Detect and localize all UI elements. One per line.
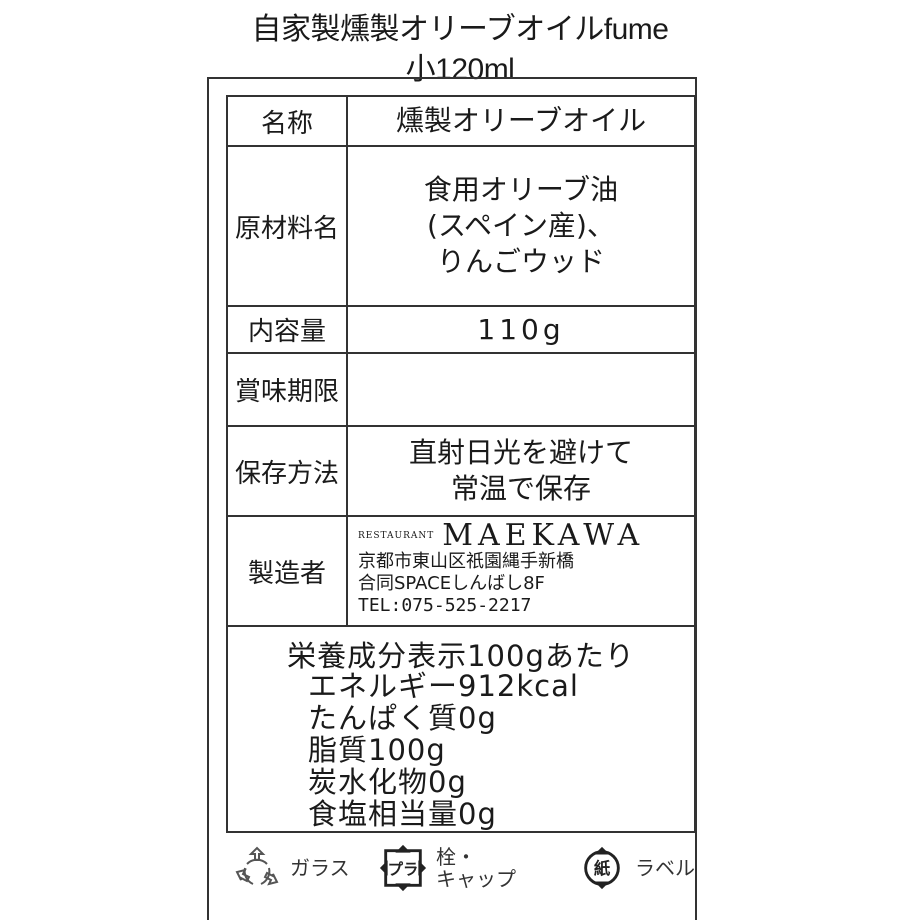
product-title: 自家製燻製オリーブオイルfume (251, 13, 669, 46)
paper-icon: 紙 (577, 843, 627, 893)
storage-value: 直射日光を避けて 常温で保存 (348, 427, 694, 515)
ingredients-heading: 原材料名 (228, 147, 348, 305)
ingredient-line: (スペイン産)、 (427, 209, 615, 242)
brand-small: RESTAURANT (358, 531, 435, 541)
paper-label: ラベル (635, 856, 695, 880)
nutrition-item: 炭水化物0g (308, 765, 467, 799)
row-nutrition: 栄養成分表示100gあたり エネルギー912kcal たんぱく質0g 脂質100… (226, 625, 696, 833)
name-value: 燻製オリーブオイル (395, 104, 647, 137)
volume-value: 110g (477, 312, 565, 346)
row-manufacturer: 製造者 RESTAURANT MAEKAWA 京都市東山区祇園縄手新橋 合同SP… (226, 515, 696, 627)
recycle-cap: プラ 栓・ キャップ (378, 838, 516, 898)
address-line-2: 合同SPACEしんばし8F (358, 573, 545, 594)
storage-heading: 保存方法 (228, 427, 348, 515)
storage-line: 常温で保存 (450, 472, 591, 505)
nutrition-item: 脂質100g (308, 733, 446, 767)
paper-icon-text: 紙 (594, 859, 611, 878)
cap-label-line1: 栓・ (436, 845, 476, 869)
expiry-heading: 賞味期限 (228, 354, 348, 425)
glass-label: ガラス (290, 856, 350, 880)
ingredient-line: りんごウッド (436, 245, 605, 278)
recycle-icon (232, 843, 282, 893)
pla-icon-text: プラ (388, 860, 419, 879)
row-expiry: 賞味期限 (226, 352, 696, 427)
row-storage: 保存方法 直射日光を避けて 常温で保存 (226, 425, 696, 517)
manufacturer-heading: 製造者 (228, 517, 348, 625)
ingredient-line: 食用オリーブ油 (423, 173, 619, 206)
nutrition-item: たんぱく質0g (308, 701, 497, 735)
brand-big: MAEKAWA (442, 518, 645, 553)
cap-label: 栓・ キャップ (436, 846, 516, 890)
telephone: TEL:075-525-2217 (358, 595, 532, 616)
ingredients-value: 食用オリーブ油 (スペイン産)、 りんごウッド (348, 147, 694, 305)
storage-line: 直射日光を避けて (408, 436, 633, 469)
nutrition-item: 食塩相当量0g (308, 797, 497, 831)
row-volume: 内容量 110g (226, 305, 696, 354)
cap-label-line2: キャップ (436, 867, 516, 891)
row-name: 名称 燻製オリーブオイル (226, 95, 696, 147)
row-ingredients: 原材料名 食用オリーブ油 (スペイン産)、 りんごウッド (226, 145, 696, 307)
label-frame (207, 77, 697, 920)
recycle-glass: ガラス (232, 838, 350, 898)
nutrition-panel: 栄養成分表示100gあたり エネルギー912kcal たんぱく質0g 脂質100… (228, 627, 694, 831)
product-size: 小120ml (405, 53, 515, 86)
brand-logo: RESTAURANT MAEKAWA (358, 521, 644, 551)
address-line-1: 京都市東山区祇園縄手新橋 (358, 551, 574, 572)
nutrition-item: エネルギー912kcal (308, 669, 579, 703)
manufacturer-value: RESTAURANT MAEKAWA 京都市東山区祇園縄手新橋 合同SPACEし… (348, 517, 694, 625)
pla-icon: プラ (378, 843, 428, 893)
recycle-paper: 紙 ラベル (577, 838, 695, 898)
expiry-value (348, 354, 694, 425)
volume-heading: 内容量 (228, 307, 348, 352)
nutrition-heading: 栄養成分表示100gあたり (287, 639, 635, 673)
name-heading: 名称 (228, 97, 348, 145)
